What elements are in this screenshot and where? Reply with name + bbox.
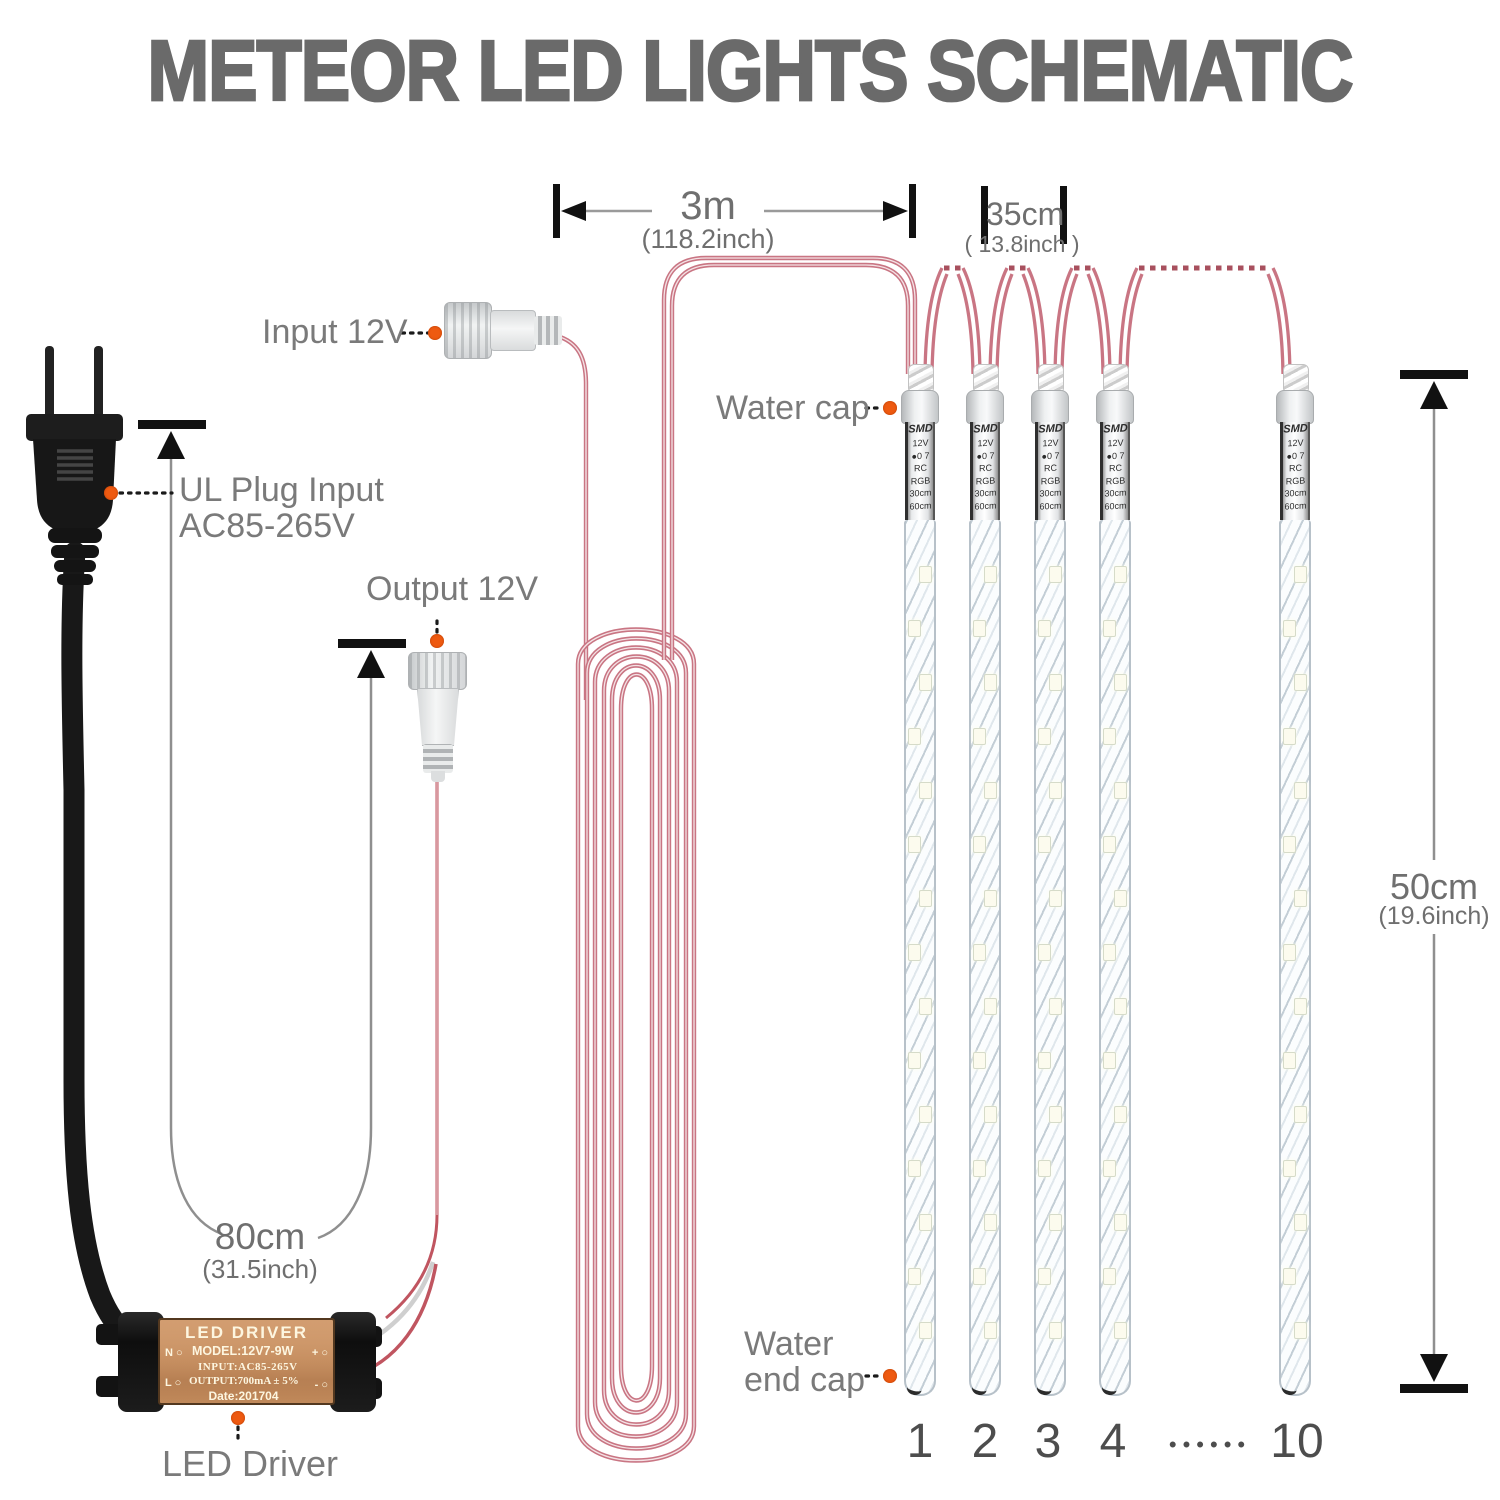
water-cap bbox=[1031, 390, 1069, 424]
input-12v-marker-dot bbox=[428, 326, 442, 340]
water-end-cap-marker-dot bbox=[883, 1369, 897, 1383]
tube-body bbox=[1034, 520, 1066, 1396]
output-connector-tip bbox=[431, 771, 445, 782]
output-12v-label: Output 12V bbox=[366, 570, 539, 608]
driver-plus-terminal: + ○ bbox=[311, 1347, 328, 1359]
ac-power-cable bbox=[61, 541, 139, 1347]
dimension-3m bbox=[553, 184, 916, 238]
tube-wire-braid bbox=[973, 364, 999, 394]
ul-plug-marker-dot bbox=[104, 486, 118, 500]
driver-output-spec: OUTPUT:700mA ± 5% bbox=[189, 1375, 299, 1387]
driver-title: LED DRIVER bbox=[185, 1323, 308, 1342]
ul-plug-label-line1: UL Plug Input bbox=[179, 471, 384, 509]
tube-body bbox=[1279, 520, 1311, 1396]
ul-plug-label: UL Plug Input AC85-265V bbox=[179, 472, 384, 544]
tube-body bbox=[969, 520, 1001, 1396]
dim-35cm-value: 35cm bbox=[986, 196, 1065, 232]
driver-end-cap-left bbox=[118, 1312, 164, 1412]
led-driver-marker-dot bbox=[231, 1411, 245, 1425]
tube-body bbox=[904, 520, 936, 1396]
main-3m-wire-run bbox=[661, 255, 918, 660]
driver-model: MODEL:12V7-9W bbox=[192, 1344, 294, 1358]
dim-80cm-inches: (31.5inch) bbox=[202, 1254, 318, 1284]
input-connector-body bbox=[490, 310, 536, 351]
tube-number-1: 1 bbox=[906, 1415, 934, 1468]
tube-number-2: 2 bbox=[971, 1415, 999, 1468]
driver-n-terminal: N ○ bbox=[165, 1347, 183, 1359]
input-connector-threads bbox=[534, 316, 562, 345]
tube-number-ellipsis: •••••• bbox=[1168, 1432, 1252, 1457]
driver-input-spec: INPUT:AC85-265V bbox=[198, 1361, 298, 1373]
input-connector-cap bbox=[444, 302, 492, 359]
ul-plug bbox=[26, 346, 123, 585]
output-12v-marker-dot bbox=[430, 634, 444, 648]
dim-50cm-value: 50cm bbox=[1389, 866, 1479, 907]
driver-minus-terminal: - ○ bbox=[314, 1379, 328, 1391]
plug-grille bbox=[57, 449, 93, 481]
tube-wire-braid bbox=[1103, 364, 1129, 394]
dim-3m-inches: (118.2inch) bbox=[641, 224, 775, 254]
output-connector-body bbox=[417, 688, 459, 746]
tube-number-10: 10 bbox=[1270, 1415, 1324, 1468]
driver-date: Date:201704 bbox=[208, 1389, 279, 1403]
driver-end-cap-right bbox=[330, 1312, 376, 1412]
dim-50cm-inches: (19.6inch) bbox=[1378, 902, 1490, 930]
led-driver-label: LED Driver bbox=[162, 1443, 339, 1484]
dim-80cm-value: 80cm bbox=[214, 1216, 306, 1257]
tube-wire-braid bbox=[1283, 364, 1309, 394]
water-cap bbox=[1276, 390, 1314, 424]
dim-35cm-inches: ( 13.8inch ) bbox=[964, 231, 1080, 257]
water-end-cap-line1: Water bbox=[744, 1325, 834, 1363]
output-connector-threads bbox=[423, 744, 453, 773]
driver-output-wires bbox=[349, 782, 439, 1379]
water-cap bbox=[901, 390, 939, 424]
water-cap bbox=[1096, 390, 1134, 424]
tube-number-3: 3 bbox=[1034, 1415, 1062, 1468]
tube-body bbox=[1099, 520, 1131, 1396]
dimension-35cm bbox=[981, 186, 1067, 244]
page-title: METEOR LED LIGHTS SCHEMATIC bbox=[146, 22, 1354, 120]
input-wire-and-coil bbox=[556, 333, 697, 1463]
ul-plug-label-line2: AC85-265V bbox=[179, 507, 355, 545]
water-cap-marker-dot bbox=[883, 401, 897, 415]
output-connector-cap bbox=[408, 652, 467, 690]
water-end-cap-line2: end cap bbox=[744, 1361, 865, 1399]
tube-link-wires bbox=[923, 267, 1292, 375]
dimension-50cm bbox=[1400, 370, 1468, 1393]
input-12v-label: Input 12V bbox=[262, 313, 408, 351]
led-driver-unit: LED DRIVER N ○ MODEL:12V7-9W + ○ INPUT:A… bbox=[96, 1310, 382, 1414]
water-cap-label: Water cap bbox=[716, 389, 870, 427]
water-cap bbox=[966, 390, 1004, 424]
water-end-cap-label: Water end cap bbox=[744, 1326, 865, 1398]
driver-l-terminal: L ○ bbox=[165, 1377, 182, 1389]
dim-3m-value: 3m bbox=[680, 184, 736, 228]
leader-lines bbox=[118, 331, 884, 1445]
dimension-80cm bbox=[138, 420, 406, 1240]
tube-number-4: 4 bbox=[1099, 1415, 1127, 1468]
driver-nameplate: LED DRIVER N ○ MODEL:12V7-9W + ○ INPUT:A… bbox=[158, 1318, 335, 1405]
